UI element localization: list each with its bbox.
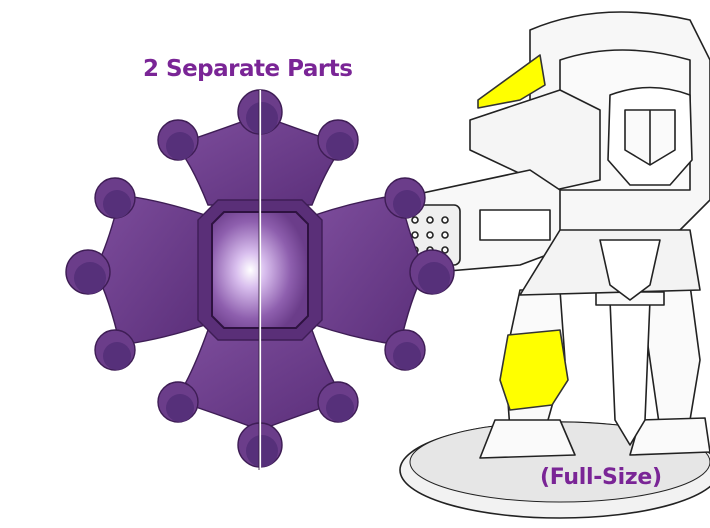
- caption-full-size: (Full-Size): [540, 465, 662, 490]
- caption-separate-parts: 2 Separate Parts: [143, 56, 353, 82]
- knight-highlight-shoulder: [477, 54, 546, 109]
- knight-shoulder: [469, 89, 601, 191]
- knight-highlight-greave: [499, 329, 569, 411]
- knight-sketch: [389, 11, 710, 519]
- cross-emblem: [65, 89, 455, 470]
